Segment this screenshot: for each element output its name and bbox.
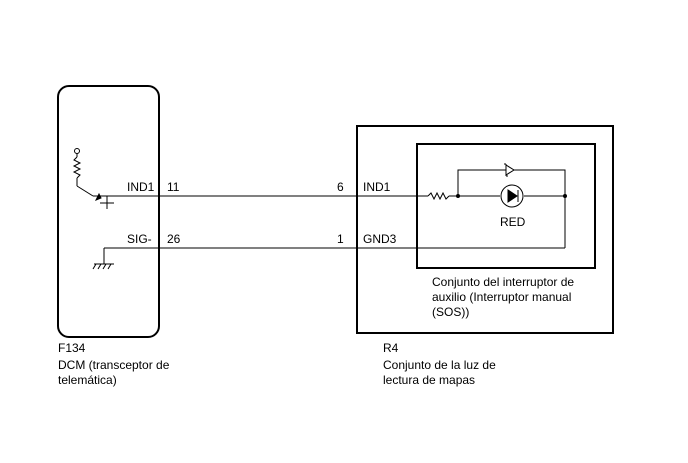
r4-name-line2: lectura de mapas (383, 373, 476, 387)
r4-code: R4 (383, 341, 399, 355)
dcm-transistor (93, 192, 118, 209)
sos-switch-name-line2: auxilio (Interruptor manual (432, 290, 572, 304)
r4-series-resistor (427, 191, 450, 201)
led-label: RED (500, 215, 526, 229)
dcm-code: F134 (58, 341, 86, 355)
dcm-name-line1: DCM (transceptor de (58, 358, 170, 372)
sos-switch-box (416, 143, 596, 269)
r4-name-line1: Conjunto de la luz de (383, 358, 496, 372)
r4-pin-gnd3-signal: GND3 (363, 232, 397, 246)
dcm-pin-sig-signal: SIG- (127, 232, 152, 246)
r4-pin-ind1-number: 6 (337, 180, 344, 194)
dcm-name-line2: telemática) (58, 373, 117, 387)
dcm-pin-ind1-signal: IND1 (127, 180, 155, 194)
dcm-ground (92, 247, 160, 270)
led-icon (458, 184, 565, 208)
sos-switch-name-line3: (SOS)) (432, 305, 470, 319)
dcm-box (57, 85, 160, 338)
dcm-pin-ind1-number: 11 (167, 180, 180, 194)
dcm-pullup-resistor (72, 148, 94, 197)
r4-box (356, 125, 614, 334)
dcm-pin-sig-number: 26 (167, 232, 181, 246)
sos-switch-name-line1: Conjunto del interruptor de (432, 275, 575, 289)
r4-pin-ind1-signal: IND1 (363, 180, 391, 194)
zener-diode (457, 163, 566, 248)
r4-pin-gnd3-number: 1 (337, 232, 344, 246)
